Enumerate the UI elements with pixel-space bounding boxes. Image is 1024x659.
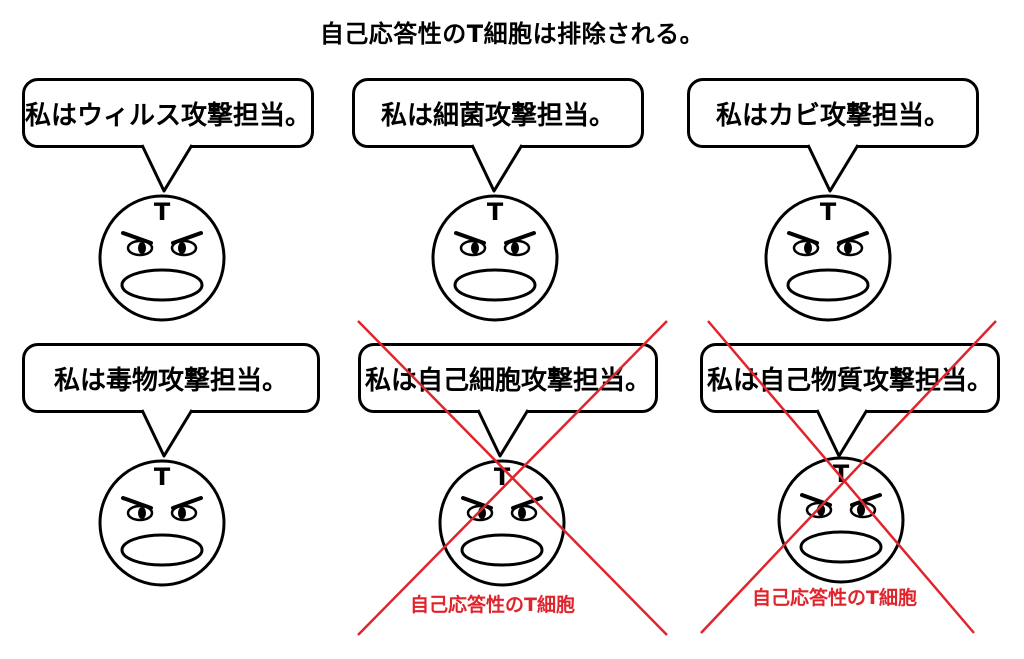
t-cell-face-mold [764,194,892,322]
self-reactive-label-1: 自己応答性のT細胞 [410,594,575,616]
speech-text-self-cell: 私は自己細胞攻撃担当。 [364,365,651,396]
speech-tail-mold [806,144,860,193]
speech-tail-self-substance [815,409,869,458]
speech-bubble-toxin: 私は毒物攻撃担当。 [22,343,320,413]
page-title: 自己応答性のT細胞は排除される。 [319,20,705,48]
self-reactive-label-2: 自己応答性のT細胞 [752,587,917,609]
speech-tail-bacteria [470,144,524,193]
t-cell-letter-bacteria: T [486,198,504,226]
speech-bubble-bacteria: 私は細菌攻撃担当。 [352,78,644,148]
speech-text-bacteria: 私は細菌攻撃担当。 [380,100,615,131]
t-cell-face-virus [98,194,226,322]
speech-bubble-self-cell: 私は自己細胞攻撃担当。 [358,343,658,413]
t-cell-letter-virus: T [153,198,171,226]
t-cell-letter-mold: T [819,198,837,226]
speech-tail-toxin [140,409,194,458]
speech-bubble-virus: 私はウィルス攻撃担当。 [22,78,314,148]
speech-tail-virus [140,144,194,193]
t-cell-letter-self-substance: T [832,460,850,488]
t-cell-letter-self-cell: T [493,463,511,491]
t-cell-letter-toxin: T [153,463,171,491]
speech-bubble-self-substance: 私は自己物質攻撃担当。 [700,343,1000,413]
t-cell-face-bacteria [431,194,559,322]
speech-text-mold: 私はカビ攻撃担当。 [715,100,950,131]
t-cell-face-toxin [98,459,226,587]
speech-text-self-substance: 私は自己物質攻撃担当。 [706,365,993,396]
speech-bubble-mold: 私はカビ攻撃担当。 [687,78,979,148]
speech-text-toxin: 私は毒物攻撃担当。 [53,365,288,396]
speech-text-virus: 私はウィルス攻撃担当。 [25,100,312,131]
speech-tail-self-cell [476,409,530,458]
